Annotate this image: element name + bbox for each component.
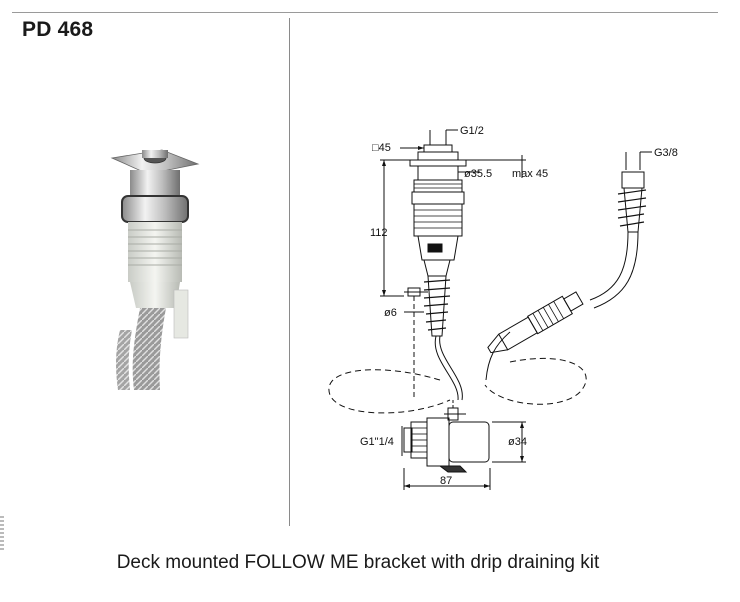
dim-height: 112 [370,227,388,239]
dim-square: □45 [372,142,391,154]
dim-flange-diameter: ø35.5 [464,168,492,180]
product-photo [110,149,200,390]
dim-max-thickness: max 45 [512,168,548,180]
column-divider [289,18,290,526]
edge-mark [0,516,4,550]
technical-drawing: □45 G1/2 ø35.5 max 45 112 ø6 G3/8 G1"1/4… [328,125,678,490]
dim-drain-length: 87 [440,475,452,487]
dim-thread-top: G1/2 [460,125,484,137]
dim-thread-hose: G3/8 [654,147,678,159]
top-rule [12,12,718,13]
product-code: PD 468 [22,18,94,41]
dim-drain-diameter: ø34 [508,436,527,448]
caption: Deck mounted FOLLOW ME bracket with drip… [116,552,600,573]
dim-thread-drain: G1"1/4 [360,436,394,448]
dim-hose-diameter: ø6 [384,307,397,319]
